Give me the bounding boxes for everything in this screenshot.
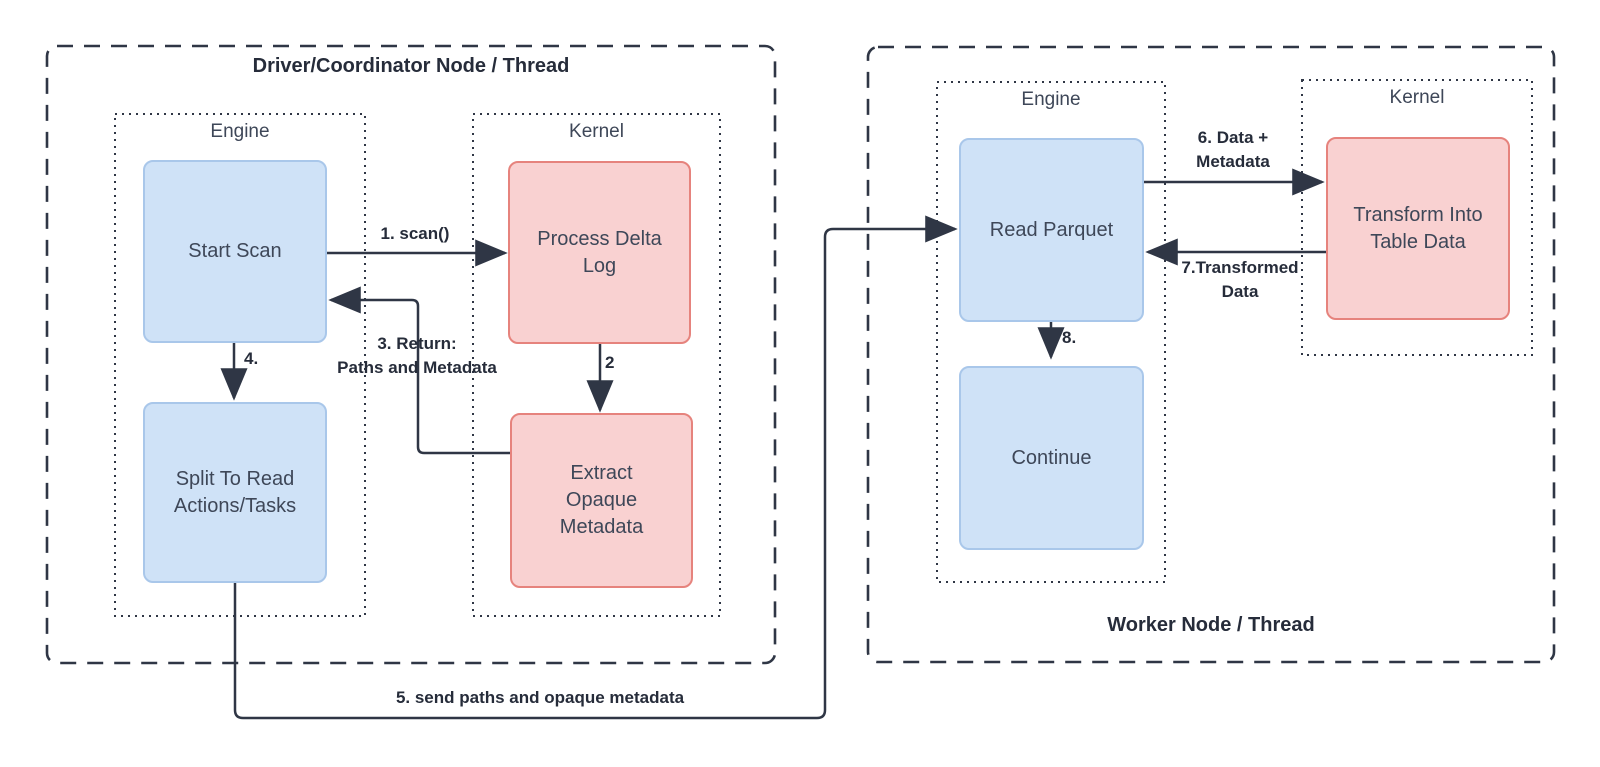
edge-7-label-line2: Data xyxy=(1221,282,1259,301)
edge-1-scan-label: 1. scan() xyxy=(380,224,450,243)
edge-7-label-line1: 7.Transformed xyxy=(1181,258,1299,277)
edge-6-data-metadata-label: 6. Data + Metadata xyxy=(1163,126,1303,174)
node-transform-into-table-data: Transform Into Table Data xyxy=(1326,137,1510,320)
edge-5-send-paths-label: 5. send paths and opaque metadata xyxy=(395,688,685,707)
edge-6-label-line2: Metadata xyxy=(1196,152,1270,171)
node-split-to-read-actions-tasks: Split To Read Actions/Tasks xyxy=(143,402,327,583)
edge-4-label: 4. xyxy=(244,349,259,368)
edge-3-return-label: 3. Return: Paths and Metadata xyxy=(297,332,537,380)
edge-8-label: 8. xyxy=(1062,328,1077,347)
driver-engine-label: Engine xyxy=(210,121,270,142)
driver-node-title: Driver/Coordinator Node / Thread xyxy=(252,55,570,77)
worker-node-title: Worker Node / Thread xyxy=(1107,614,1315,636)
edge-6-label-line1: 6. Data + xyxy=(1197,128,1269,147)
edge-3-return-label-line2: Paths and Metadata xyxy=(337,358,497,377)
driver-kernel-label: Kernel xyxy=(569,121,624,142)
node-read-parquet: Read Parquet xyxy=(959,138,1144,322)
edge-2-label: 2 xyxy=(605,353,615,372)
edge-7-transformed-data-label: 7.Transformed Data xyxy=(1160,256,1320,304)
node-extract-opaque-metadata: Extract Opaque Metadata xyxy=(510,413,693,588)
node-process-delta-log: Process Delta Log xyxy=(508,161,691,344)
node-continue: Continue xyxy=(959,366,1144,550)
node-start-scan: Start Scan xyxy=(143,160,327,343)
edge-3-return-label-line1: 3. Return: xyxy=(377,334,457,353)
worker-kernel-label: Kernel xyxy=(1389,87,1445,108)
worker-engine-label: Engine xyxy=(1021,89,1081,110)
